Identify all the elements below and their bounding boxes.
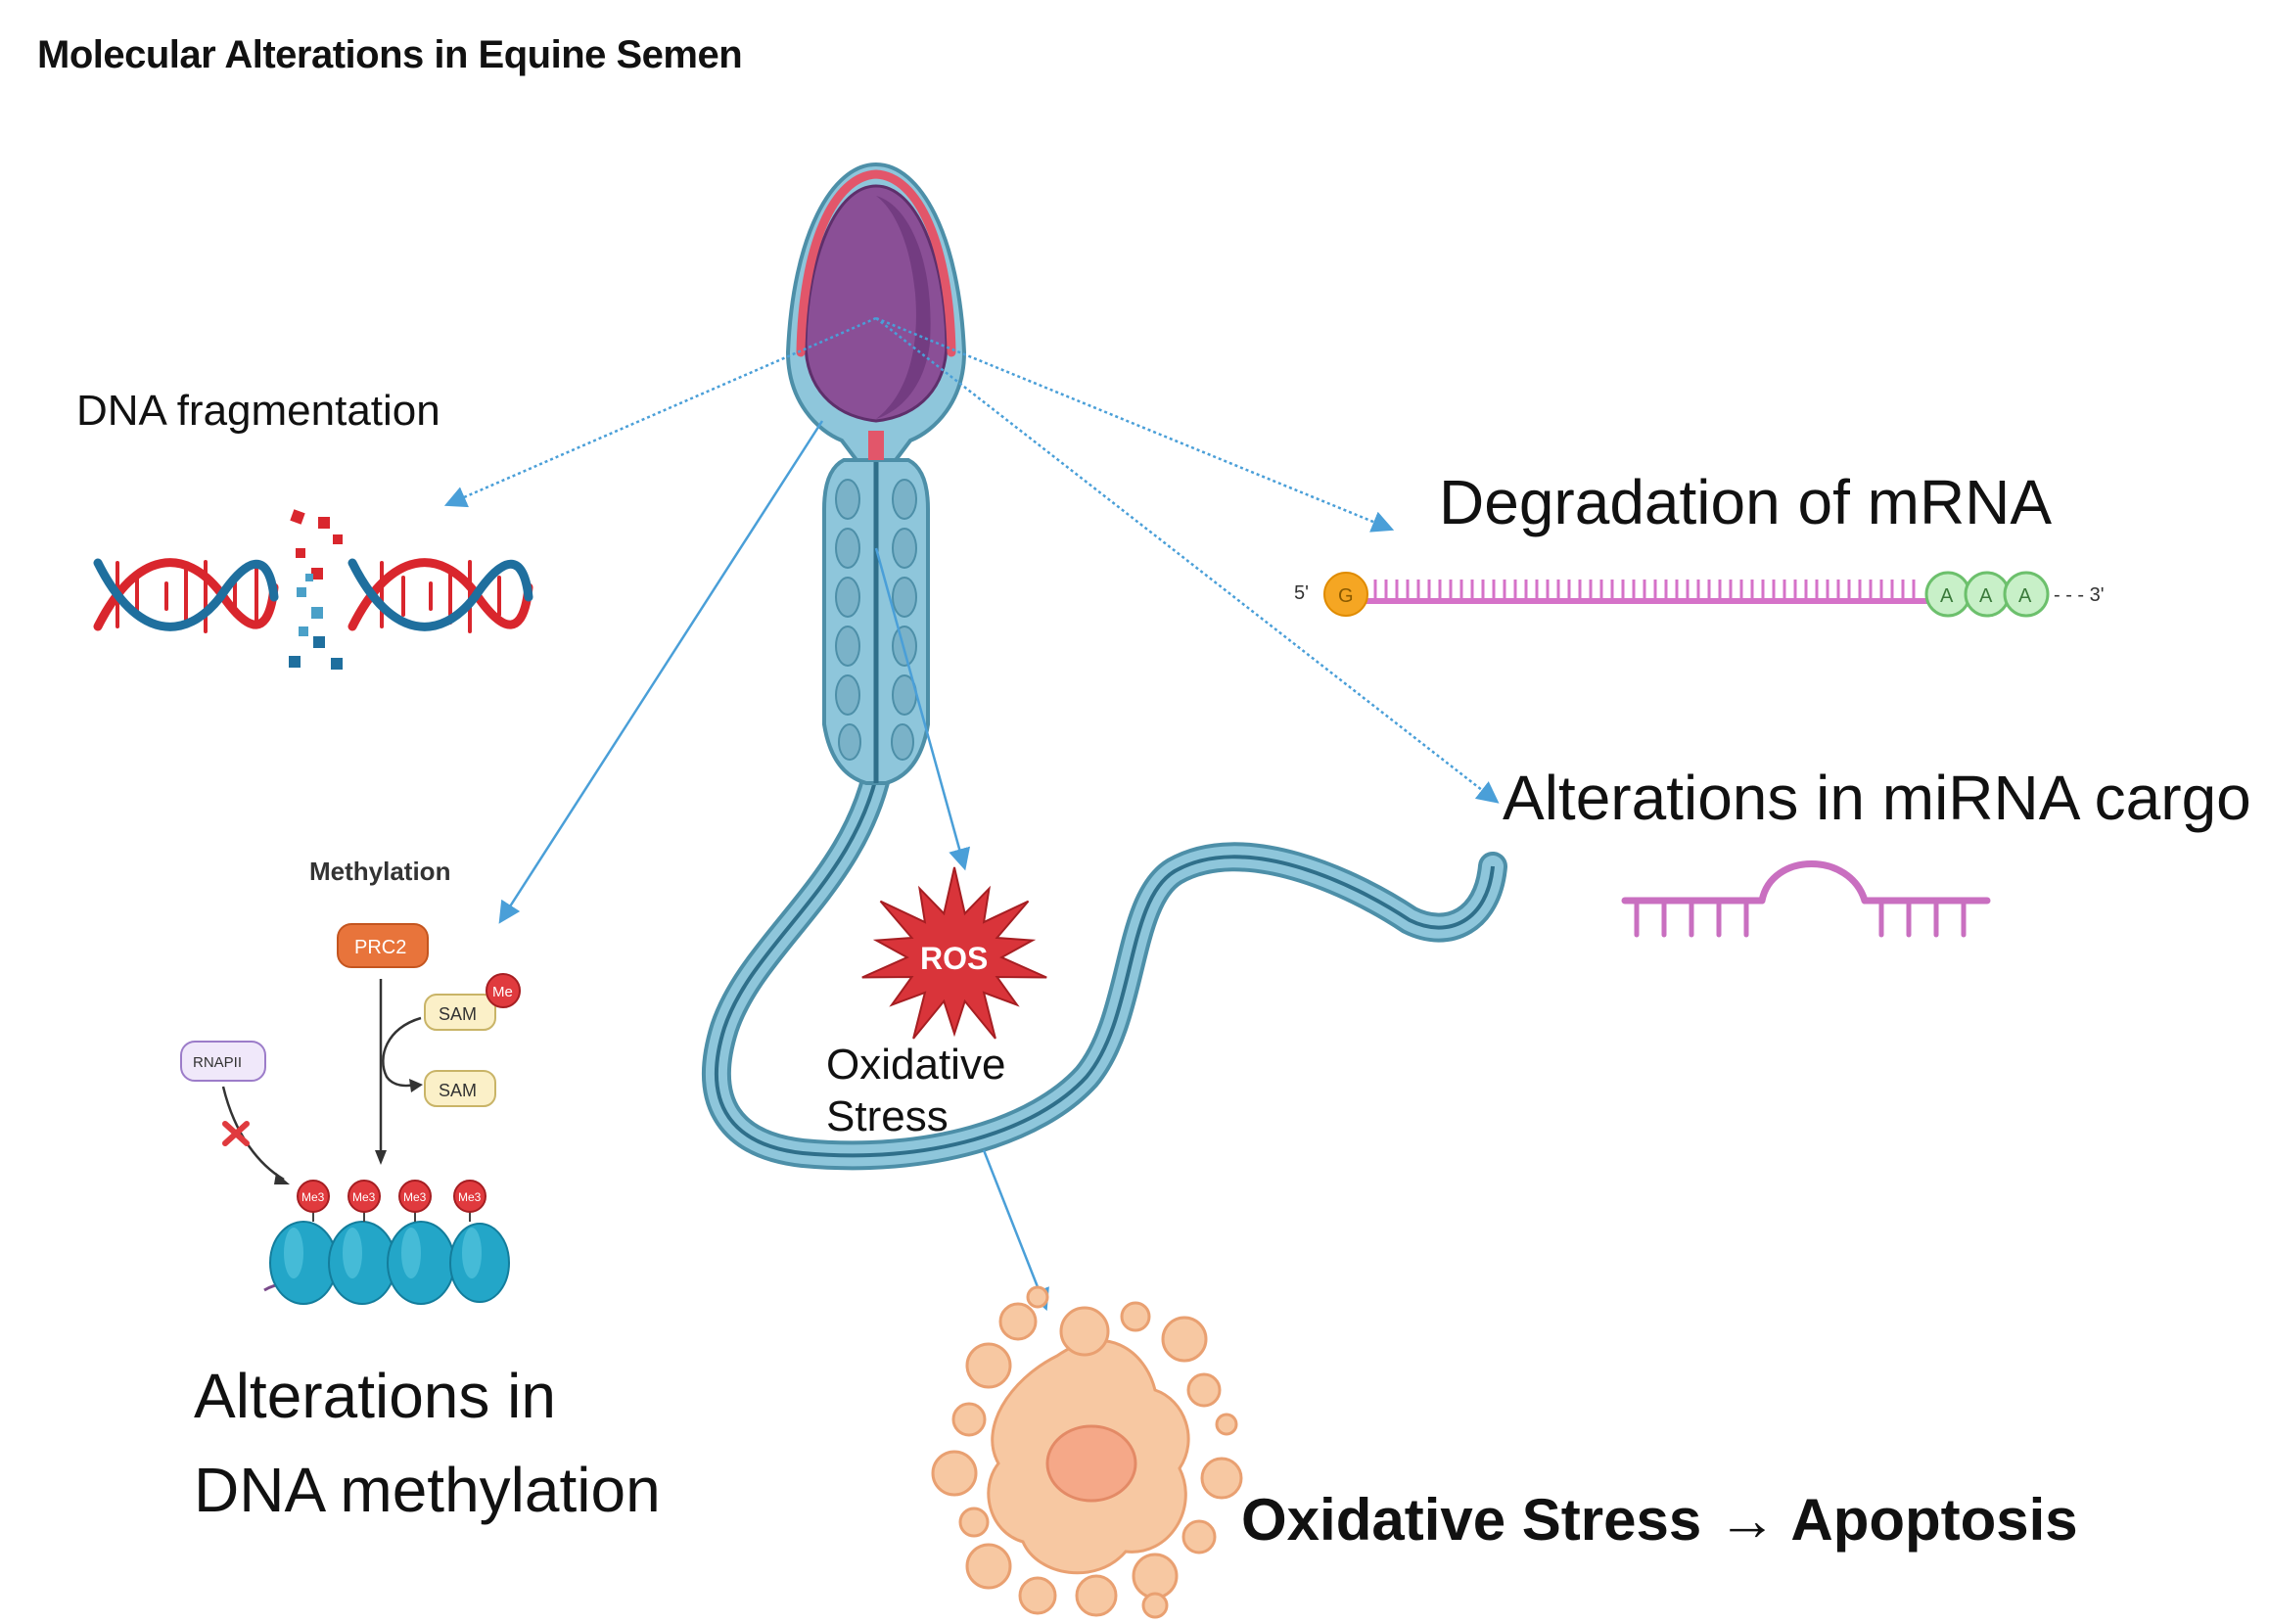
arrow-to-methylation xyxy=(498,420,824,924)
ros-starburst: ROS xyxy=(861,866,1047,1040)
apoptotic-cell xyxy=(931,1285,1243,1619)
dna-fragmentation-label: DNA fragmentation xyxy=(76,387,440,435)
me3-label-2: Me3 xyxy=(352,1190,376,1204)
sperm-midpiece xyxy=(822,458,930,785)
arrow-to-mrna xyxy=(875,316,1395,533)
dna-fragmentation-graphic xyxy=(93,509,533,670)
mrna-tail-a3: A xyxy=(2018,585,2032,607)
arrow-to-apoptosis xyxy=(982,1149,1049,1312)
apoptosis-label: Oxidative Stress → Apoptosis xyxy=(1241,1487,2078,1553)
oxidative-line2: Stress xyxy=(826,1091,949,1140)
mrna-cap-label: G xyxy=(1338,585,1354,607)
mrna-graphic: 5' G A A A - - - 3' xyxy=(1294,571,2105,618)
sam-top-box xyxy=(424,994,496,1031)
arrows xyxy=(443,316,1500,1312)
sperm-head xyxy=(785,162,967,462)
rnapii-box xyxy=(180,1041,266,1082)
prc2-box xyxy=(337,923,429,968)
mrna-cap xyxy=(1323,572,1368,617)
sam-bottom-label: SAM xyxy=(439,1081,477,1100)
mrna-degradation-label: Degradation of mRNA xyxy=(1439,467,2053,537)
mrna-three-prime: - - - 3' xyxy=(2054,584,2105,606)
methylation-panel-title: Methylation xyxy=(309,857,451,886)
arrow-to-ros xyxy=(874,547,971,871)
sperm-tail xyxy=(702,739,1507,1171)
dna-methylation-label: Alterations in DNA methylation xyxy=(194,1349,661,1537)
dna-methylation-line2: DNA methylation xyxy=(194,1455,661,1525)
me-badge xyxy=(486,973,521,1008)
arrow-to-mirna xyxy=(875,317,1500,804)
mrna-tail-a2: A xyxy=(1979,585,1993,607)
mirna-graphic xyxy=(1621,860,1991,938)
methylation-panel: PRC2 SAM Me SAM RNAPII xyxy=(180,923,521,1305)
ros-label: ROS xyxy=(920,941,988,976)
oxidative-line1: Oxidative xyxy=(826,1041,1006,1089)
dna-methylation-line1: Alterations in xyxy=(194,1361,556,1431)
mirna-alterations-label: Alterations in miRNA cargo xyxy=(1503,763,2251,833)
page-title: Molecular Alterations in Equine Semen xyxy=(37,33,743,76)
oxidative-stress-label: Oxidative Stress xyxy=(826,1040,1005,1143)
sam-top-label: SAM xyxy=(439,1004,477,1024)
arrow-to-dna-fragmentation xyxy=(443,316,877,508)
me-label: Me xyxy=(492,984,513,1000)
sam-bottom-box xyxy=(424,1070,496,1107)
me3-label-1: Me3 xyxy=(301,1190,325,1204)
mrna-five-prime: 5' xyxy=(1294,582,1309,604)
rnapii-label: RNAPII xyxy=(193,1054,242,1071)
mrna-tail-a1: A xyxy=(1940,585,1954,607)
me3-label-3: Me3 xyxy=(403,1190,427,1204)
prc2-label: PRC2 xyxy=(354,937,406,958)
me3-label-4: Me3 xyxy=(458,1190,482,1204)
block-x-icon xyxy=(222,1121,250,1146)
